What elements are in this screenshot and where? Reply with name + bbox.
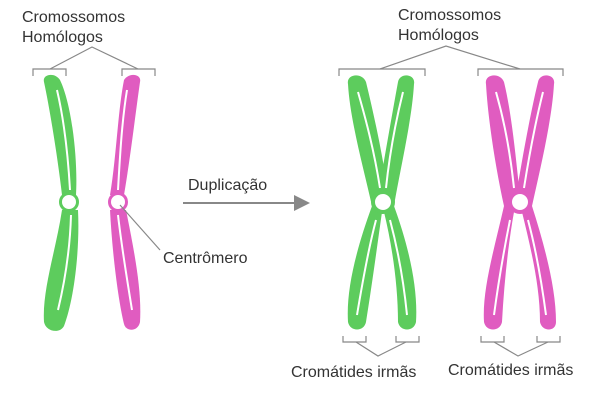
left-homologs-label-line2: Homólogos	[22, 29, 103, 46]
magenta-chromosome	[108, 74, 141, 330]
centromere-callout: Centrômero	[119, 204, 248, 267]
magenta-chromosome-highlight	[117, 89, 133, 311]
right-homologs-label-line2: Homólogos	[398, 27, 479, 44]
green-replicated-chromosome	[347, 75, 417, 330]
green-centromere	[59, 192, 79, 212]
magenta-chromosome-upper-arm	[110, 74, 141, 195]
sister-left-bracket-a	[342, 336, 367, 343]
right-homologs-bracket-green	[338, 68, 426, 76]
right-homologs-callout: Cromossomos Homólogos	[338, 7, 564, 76]
left-homologs-bracket-green	[32, 68, 67, 76]
duplication-arrow-head	[294, 195, 310, 211]
green-chromosome-highlight	[56, 89, 72, 311]
green-chromatid-highlights	[356, 91, 408, 316]
magenta-sister-chromatid-left	[483, 75, 520, 330]
green-chromosome-upper-arm	[43, 74, 77, 195]
duplication-arrow-group: Duplicação	[183, 177, 310, 211]
duplication-label: Duplicação	[188, 177, 267, 194]
magenta-chromatid-highlights	[493, 91, 547, 316]
sister-right-leader-lines	[493, 341, 549, 357]
centromere-pointer-line	[119, 204, 161, 251]
sister-right-bracket-b	[536, 336, 561, 343]
green-chromosome-lower-arm	[43, 210, 79, 331]
left-homologs-leader-lines	[49, 46, 139, 70]
green-chromosome	[43, 74, 79, 331]
left-homologous-pair	[43, 74, 141, 331]
sister-chromatids-right-label: Cromátides irmãs	[448, 362, 573, 379]
sister-chromatids-left-callout: Cromátides irmãs	[291, 336, 420, 381]
sister-chromatids-left-label: Cromátides irmãs	[291, 364, 416, 381]
green-sister-chromatid-right	[378, 75, 417, 330]
sister-right-bracket-a	[480, 336, 505, 343]
sister-left-leader-lines	[355, 341, 407, 357]
green-replicated-centromere	[371, 190, 395, 214]
centromere-label: Centrômero	[163, 250, 248, 267]
left-homologs-label-line1: Cromossomos	[22, 9, 125, 26]
sister-left-bracket-b	[395, 336, 420, 343]
green-sister-chromatid-left	[347, 75, 388, 330]
sister-chromatids-right-callout: Cromátides irmãs	[448, 336, 573, 379]
left-homologs-callout: Cromossomos Homólogos	[22, 9, 156, 76]
left-homologs-bracket-magenta	[121, 68, 156, 76]
magenta-sister-chromatid-right	[516, 75, 556, 330]
magenta-replicated-centromere	[508, 190, 532, 214]
magenta-replicated-chromosome	[483, 75, 556, 330]
right-homologs-leader-lines	[379, 45, 521, 70]
magenta-centromere	[108, 192, 128, 212]
right-homologs-bracket-magenta	[477, 68, 564, 76]
right-homologs-label-line1: Cromossomos	[398, 7, 501, 24]
right-homologous-pair	[347, 75, 556, 330]
